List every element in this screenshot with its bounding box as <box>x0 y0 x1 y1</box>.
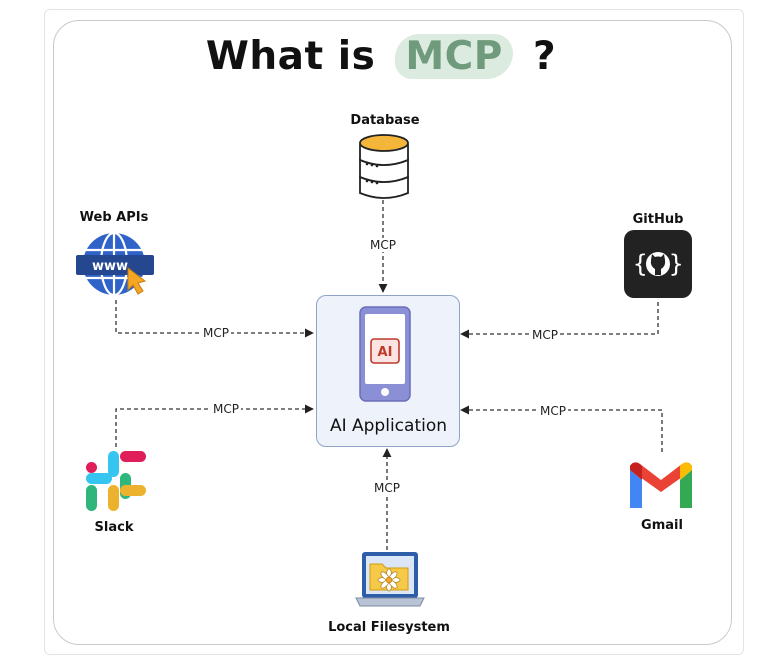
www-text: www <box>92 259 128 274</box>
edge-label-web-apis: MCP <box>201 326 231 340</box>
edge-label-gmail: MCP <box>538 404 568 418</box>
edge-label-filesystem: MCP <box>372 481 402 495</box>
smartphone-icon: AI <box>359 306 411 402</box>
device-badge-text: AI <box>378 345 393 360</box>
edge-github <box>460 302 659 339</box>
filesystem-label: Local Filesystem <box>328 620 450 635</box>
page-title: What is MCP ? <box>0 34 762 79</box>
globe-www-icon: www <box>76 231 154 297</box>
edge-gmail <box>460 405 663 452</box>
edge-label-slack: MCP <box>211 402 241 416</box>
edge-label-github: MCP <box>530 328 560 342</box>
laptop-folder-icon <box>355 552 425 607</box>
edge-slack <box>115 404 314 447</box>
edge-web-apis <box>115 300 314 338</box>
title-highlight: MCP <box>395 34 513 79</box>
edge-label-database: MCP <box>368 238 398 252</box>
ai-application-label: AI Application <box>329 416 448 436</box>
slack-icon <box>86 451 146 511</box>
github-right-brace: } <box>669 250 683 278</box>
title-prefix: What is <box>205 34 376 79</box>
github-label: GitHub <box>632 212 684 227</box>
slack-label: Slack <box>94 520 134 535</box>
github-icon: { } <box>624 230 692 298</box>
database-label: Database <box>350 113 420 128</box>
github-left-brace: { <box>633 250 647 278</box>
database-icon <box>359 134 409 199</box>
web-apis-label: Web APIs <box>79 210 149 225</box>
gmail-icon <box>630 462 692 508</box>
gmail-label: Gmail <box>641 518 683 533</box>
title-suffix: ? <box>532 34 557 79</box>
